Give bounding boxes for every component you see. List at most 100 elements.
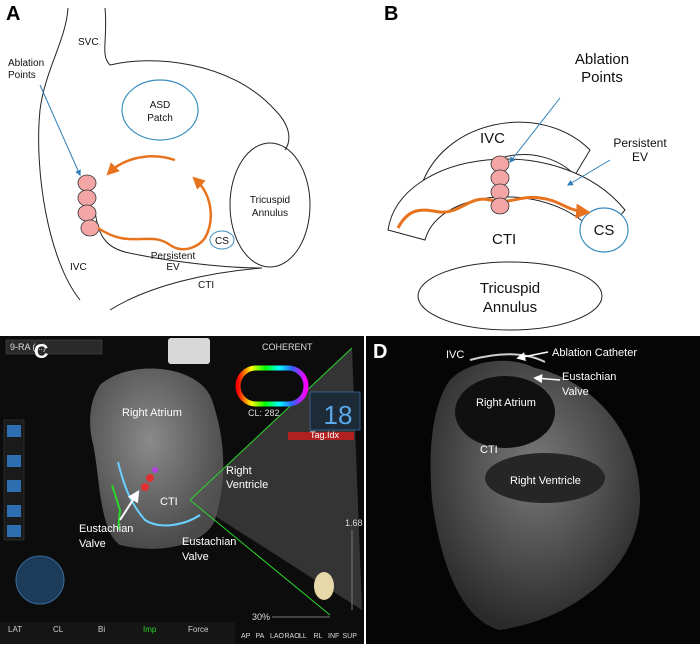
asd-patch (121, 79, 199, 141)
eustachian-valve-arrow-d (533, 374, 561, 384)
svc-label: SVC (78, 37, 99, 48)
fan-edge-bottom (189, 499, 331, 616)
ablation-points-b (490, 155, 510, 215)
panel-a: A SVC Ablation Points ASD Patch Tricuspi… (6, 3, 311, 311)
ev-band (387, 158, 626, 241)
scale-value: 1.68 (345, 518, 363, 528)
cs-label-a: CS (215, 236, 229, 247)
right-atrium-label-c: Right Atrium (122, 407, 182, 419)
footer-label-lat: LAT (8, 625, 22, 634)
view-button-rao[interactable]: RAO (285, 633, 301, 640)
heart-orientation-icon (314, 572, 334, 600)
footer-labels: LAT CL Bi Imp Force (8, 625, 209, 634)
eustachian-valve-label-c-right-2: Valve (182, 551, 209, 563)
eustachian-valve-label-c-right-1: Eustachian (182, 536, 236, 548)
ablation-points-a (77, 174, 100, 237)
catheter (117, 461, 201, 527)
mapping-dropdown[interactable] (5, 339, 103, 355)
orientation-widget[interactable] (15, 555, 65, 605)
panel-d-letter: D (373, 341, 387, 363)
ev-arrow-b (566, 159, 611, 186)
right-atrium-cavity (455, 376, 555, 448)
force-box (309, 391, 361, 431)
cs-circle-b (579, 207, 629, 253)
asd-label-1: ASD (150, 100, 171, 111)
view-button-rl[interactable]: RL (314, 633, 323, 640)
panel-c: 9-RA (...) COHERENT CL: 282 18 Tag.Idx (0, 336, 364, 644)
right-ventricle-label-c-2: Ventricle (226, 479, 268, 491)
atrium-outline-left (38, 7, 81, 301)
ablation-catheter-label: Ablation Catheter (552, 347, 637, 359)
eustachian-valve-label-d-2: Valve (562, 386, 589, 398)
cti-label-a: CTI (198, 280, 214, 291)
tricuspid-annulus (229, 142, 311, 268)
view-button-sup[interactable]: SUP (343, 633, 358, 640)
left-toolbar[interactable] (3, 419, 25, 541)
cti-outline (109, 267, 263, 311)
color-scale-ring (235, 365, 309, 407)
ablation-points-label-a-1: Ablation (8, 58, 44, 69)
atrium-outline-right (104, 7, 290, 151)
persistent-ev-label-a-2: EV (166, 262, 180, 273)
coherent-label: COHERENT (262, 342, 313, 352)
view-button-inf[interactable]: INF (328, 633, 339, 640)
tricuspid-label-b-2: Annulus (483, 299, 537, 316)
ablation-arrow-a (39, 84, 81, 177)
cti-label-c: CTI (160, 496, 178, 508)
orange-path-b (396, 195, 591, 229)
tricuspid-label-a-1: Tricuspid (250, 195, 290, 206)
view-button-ap[interactable]: AP (241, 633, 251, 640)
footer-label-force: Force (188, 625, 209, 634)
right-ventricle-label-d: Right Ventricle (510, 475, 581, 487)
ablation-tag-1 (146, 474, 154, 482)
persistent-ev-label-b-2: EV (632, 150, 648, 164)
footer-label-cl: CL (53, 625, 64, 634)
ablation-catheter-arrow (516, 351, 549, 362)
ablation-points-label-b-1: Ablation (575, 51, 629, 68)
ablation-arrow-b (509, 97, 561, 163)
cs-circle (209, 230, 235, 250)
heart-model (90, 368, 224, 549)
asd-label-2: Patch (147, 113, 173, 124)
fan-edge-top (189, 347, 353, 501)
mapping-dropdown-label: 9-RA (...) (10, 342, 46, 352)
orange-path-a-top (106, 155, 176, 176)
zoom-label: 30% (252, 612, 270, 622)
panel-d: D IVC Ablation Catheter Eustachian Valve… (366, 336, 700, 644)
ivc-label-b: IVC (480, 130, 505, 147)
ivc-label-a: IVC (70, 262, 87, 273)
ablation-tag-2 (141, 483, 149, 491)
cl-label: CL: 282 (248, 408, 280, 418)
cs-label-b: CS (594, 222, 615, 239)
panel-a-letter: A (6, 3, 20, 25)
panel-c-letter: C (34, 341, 48, 363)
eustachian-valve-label-c-left-2: Valve (79, 538, 106, 550)
ablation-points-label-b-2: Points (581, 69, 623, 86)
catheter-green (111, 484, 122, 531)
ablation-points-label-a-2: Points (8, 70, 36, 81)
view-button-lao[interactable]: LAO (270, 633, 285, 640)
eustachian-valve-label-d-1: Eustachian (562, 371, 616, 383)
annotation-box (168, 338, 210, 364)
force-value: 18 (324, 400, 353, 430)
cti-label-b: CTI (492, 231, 516, 248)
view-button-ll[interactable]: LL (299, 633, 307, 640)
ivc-label-d: IVC (446, 349, 464, 361)
ablation-tag-3 (152, 467, 158, 473)
tricuspid-annulus-b (417, 261, 603, 331)
right-atrium-label-d: Right Atrium (476, 397, 536, 409)
right-ventricle-label-c-1: Right (226, 465, 252, 477)
footer-bar (0, 622, 235, 644)
tag-index-bar (288, 432, 354, 440)
view-button-pa[interactable]: PA (256, 633, 265, 640)
persistent-ev-label-a-1: Persistent (151, 251, 196, 262)
panel-b-letter: B (384, 3, 398, 25)
eustachian-arrow-c (119, 489, 140, 521)
eustachian-valve-label-c-left-1: Eustachian (79, 523, 133, 535)
footer-label-imp: Imp (143, 625, 157, 634)
footer-label-bi: Bi (98, 625, 105, 634)
tricuspid-label-a-2: Annulus (252, 208, 288, 219)
cti-label-d: CTI (480, 444, 498, 456)
